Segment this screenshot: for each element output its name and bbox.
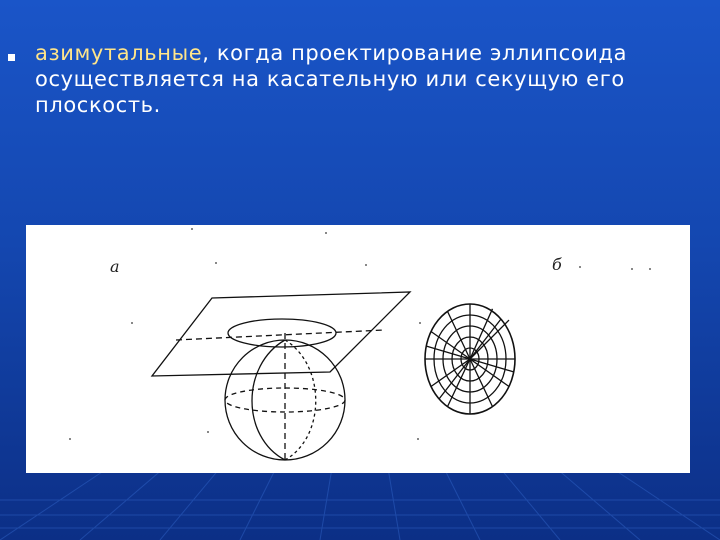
bullet-marker [8,54,15,61]
bullet-line-2: осуществляется на касательную или секущу… [35,67,625,91]
figure-label-a: а [110,257,120,276]
highlight-term: азимутальные [35,41,203,65]
bullet-item: азимутальные, когда проектирование эллип… [8,40,698,118]
diagram-b [424,303,516,415]
sphere-meridian-back [284,339,317,461]
section-ellipse [227,318,337,348]
bullet-line-3: плоскость. [35,93,161,117]
graticule-meridians [425,304,515,414]
plane-axis-horizontal [175,329,385,341]
bullet-text: азимутальные, когда проектирование эллип… [35,40,698,118]
diagram-a [150,291,412,461]
bullet-line-1-rest: , когда проектирование эллипсоида [202,41,628,65]
sphere-equator [224,387,346,413]
bullet-line-1: азимутальные, когда проектирование эллип… [35,40,698,66]
projection-plane [150,291,412,377]
figure-panel: а б [26,225,690,473]
sphere-meridian [251,339,286,461]
projection-diagram [69,228,651,461]
figure-label-b: б [552,255,562,274]
scan-specks [69,228,651,440]
